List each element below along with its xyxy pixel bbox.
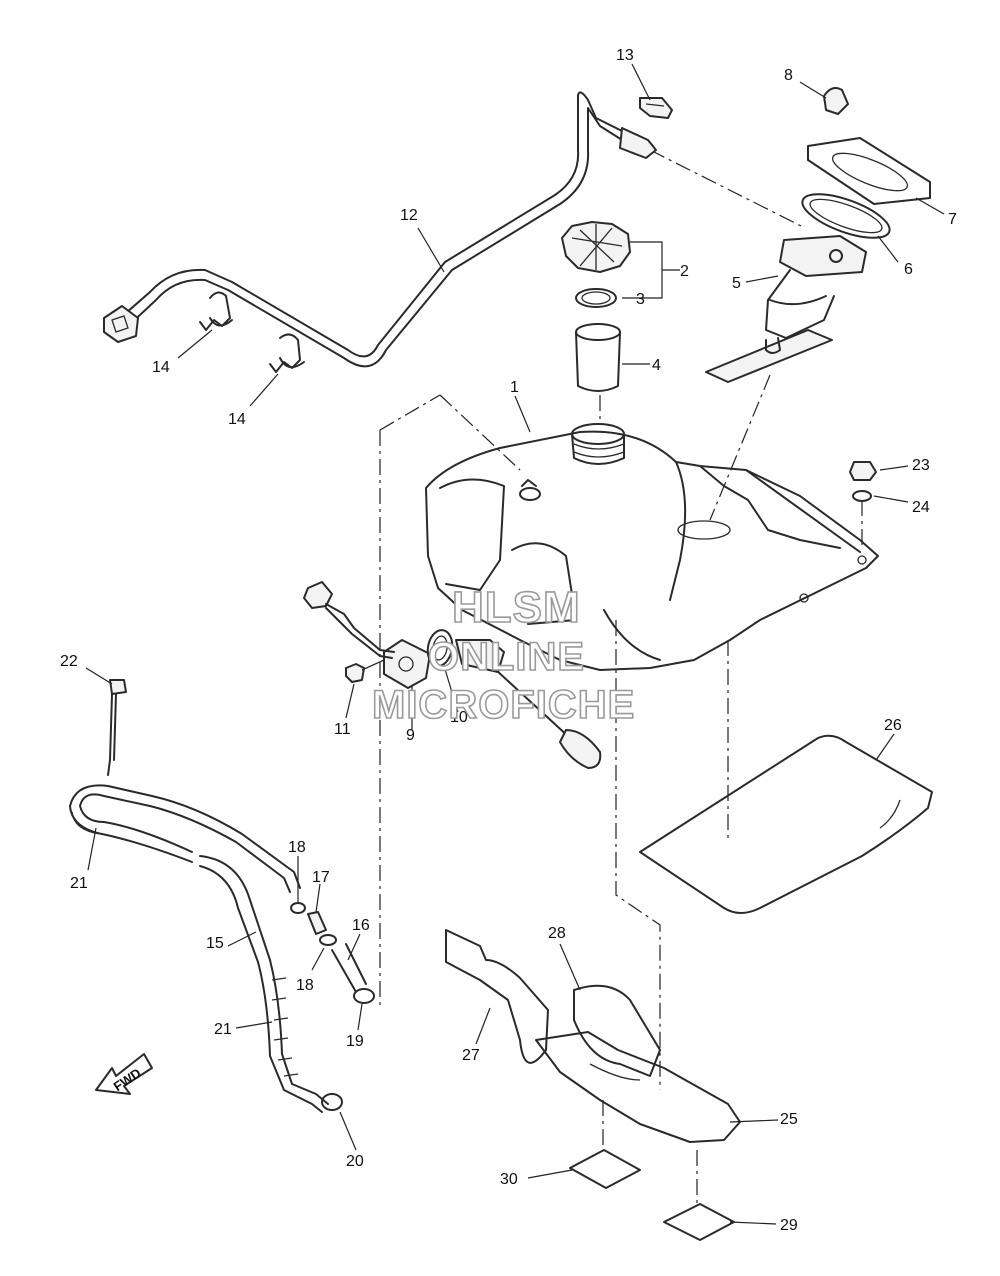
callout-8: 8	[784, 67, 793, 84]
callout-21a: 21	[70, 875, 88, 892]
cap-gasket-part-3	[575, 288, 617, 308]
tank-filler-neck	[571, 423, 625, 465]
callout-9: 9	[406, 727, 415, 744]
callout-18b: 18	[296, 977, 314, 994]
callout-14b: 14	[228, 411, 246, 428]
callout-7: 7	[948, 211, 957, 228]
callout-22: 22	[60, 653, 78, 670]
callout-15: 15	[206, 935, 224, 952]
watermark: HLSM ONLINE MICROFICHE	[371, 582, 635, 728]
callout-6: 6	[904, 261, 913, 278]
tank-breather-fitting	[519, 479, 541, 501]
fwd-direction-arrow: FWD	[95, 1053, 153, 1095]
sender-wire-harness	[303, 581, 395, 659]
callout-29: 29	[780, 1217, 798, 1234]
callout-30: 30	[500, 1171, 518, 1188]
watermark-line-3: MICROFICHE	[372, 683, 635, 727]
watermark-line-2: ONLINE	[428, 635, 585, 679]
fuel-tank-part-1	[425, 430, 879, 671]
callout-23: 23	[912, 457, 930, 474]
callout-11: 11	[334, 721, 351, 738]
heat-guard-part-25	[535, 1031, 741, 1143]
retaining-plate-part-7	[807, 137, 931, 205]
callout-10: 10	[450, 709, 468, 726]
callout-1: 1	[510, 379, 519, 396]
pad-part-26	[639, 734, 933, 914]
washer-part-24	[852, 490, 872, 502]
callout-21b: 21	[214, 1021, 232, 1038]
cap-nut-part-8	[823, 87, 849, 115]
callout-13: 13	[616, 47, 634, 64]
callout-18a: 18	[288, 839, 306, 856]
clamp-parts-14	[199, 291, 305, 373]
alignment-lines	[379, 149, 863, 1205]
cable-tie-part-22	[107, 679, 127, 776]
callout-2: 2	[680, 263, 689, 280]
callout-12: 12	[400, 207, 418, 224]
fuel-cap-part-2	[561, 221, 631, 273]
bolt-part-23	[849, 461, 877, 481]
callout-19: 19	[346, 1033, 364, 1050]
watermark-line-1: HLSM	[452, 583, 581, 632]
callout-14a: 14	[152, 359, 170, 376]
heat-guard-part-27	[445, 929, 549, 1064]
callout-numbers: 1 2 3 4 5 6 7 8 9 10 11 12 13 14 14 15 1…	[60, 47, 957, 1234]
filler-neck-part-4	[575, 323, 621, 392]
fuel-sender-parts-9-10	[383, 629, 602, 769]
pump-gasket-part-6	[801, 193, 891, 239]
callout-24: 24	[912, 499, 930, 516]
callout-3: 3	[636, 291, 645, 308]
callout-25: 25	[780, 1111, 798, 1128]
callout-5: 5	[732, 275, 741, 292]
callout-28: 28	[548, 925, 566, 942]
breather-hose-part-12	[103, 91, 657, 368]
hose-parts-15-21	[69, 784, 329, 1113]
callout-4: 4	[652, 357, 661, 374]
pad-part-30	[569, 1149, 641, 1189]
fuel-pump-part-5	[705, 235, 867, 383]
callout-20: 20	[346, 1153, 364, 1170]
clip-part-13	[639, 97, 673, 119]
pad-part-29	[663, 1203, 735, 1241]
fittings-parts-16-20	[290, 902, 375, 1111]
callout-27: 27	[462, 1047, 480, 1064]
leader-lines	[85, 63, 945, 1225]
screw-part-11	[345, 659, 385, 683]
callout-16: 16	[352, 917, 370, 934]
callout-26: 26	[884, 717, 902, 734]
callout-17: 17	[312, 869, 330, 886]
heat-guard-part-28	[573, 984, 661, 1077]
